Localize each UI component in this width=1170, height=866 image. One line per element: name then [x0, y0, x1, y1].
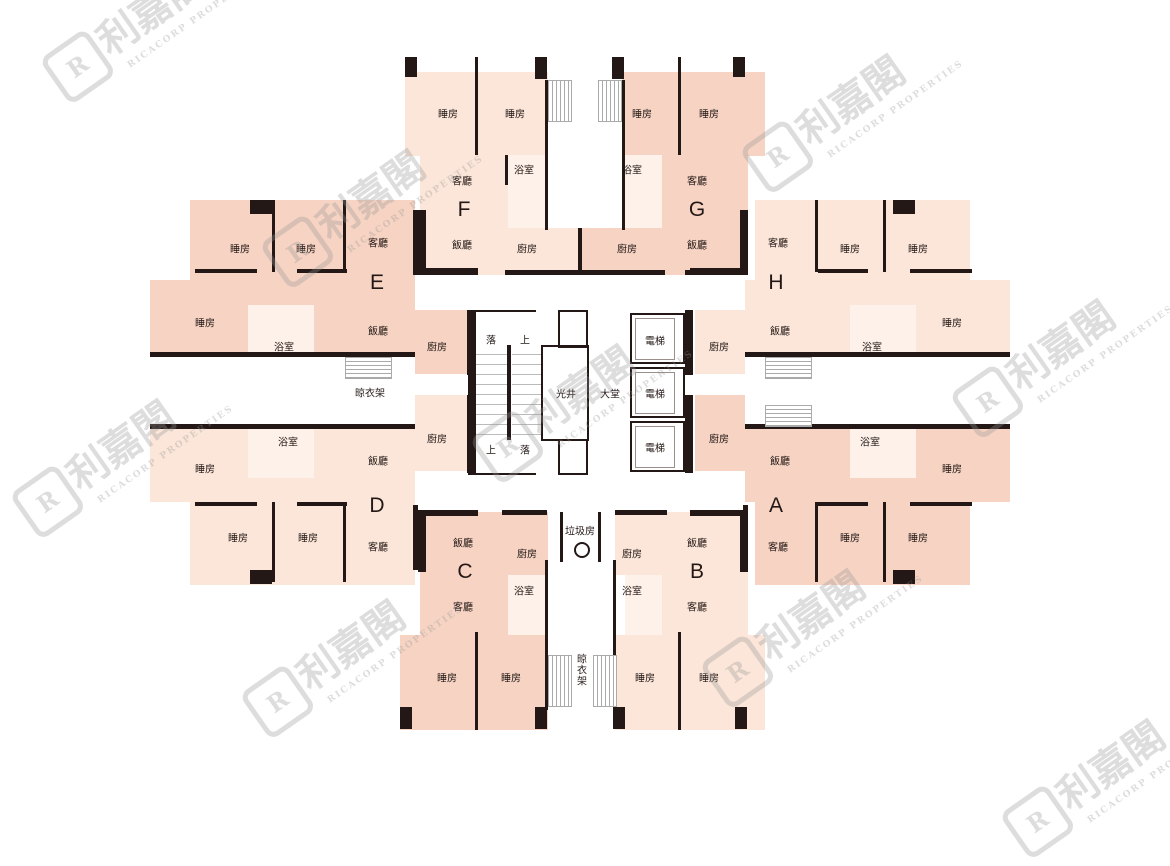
- room-label: 飯廳: [687, 240, 707, 252]
- room-label: 飯廳: [368, 456, 388, 468]
- unit-letter: A: [768, 494, 784, 517]
- drying-rack: [548, 80, 572, 122]
- room-label: 浴室: [622, 165, 642, 177]
- room-label: 廚房: [709, 342, 729, 354]
- room-label: 廚房: [427, 342, 447, 354]
- room-label: 睡房: [840, 533, 860, 545]
- stair-label: 上: [520, 335, 530, 347]
- stair-label: 上: [486, 445, 496, 457]
- unit-letter: C: [457, 560, 473, 583]
- room-label: 浴室: [862, 342, 882, 354]
- refuse-chute-icon: [574, 542, 590, 558]
- room-label: 睡房: [632, 109, 652, 121]
- stair-label: 落: [486, 335, 496, 347]
- lift-label: 電梯: [645, 336, 665, 348]
- light-well-label: 光井: [556, 389, 576, 401]
- drying-rack: [548, 655, 572, 707]
- room-label: 睡房: [908, 244, 928, 256]
- unit-letter: B: [689, 560, 705, 583]
- lift: [630, 313, 685, 364]
- lift-label: 電梯: [645, 443, 665, 455]
- room-label: 睡房: [230, 244, 250, 256]
- staircase: [476, 345, 509, 440]
- room-label: 睡房: [635, 673, 655, 685]
- room-label: 睡房: [501, 673, 521, 685]
- room-label: 睡房: [699, 109, 719, 121]
- room-label: 睡房: [840, 244, 860, 256]
- room-label: 客廳: [687, 602, 707, 614]
- room-label: 飯廳: [687, 538, 707, 550]
- room-label: 睡房: [437, 673, 457, 685]
- unit-letter: F: [457, 198, 471, 221]
- drying-rack: [345, 357, 392, 379]
- room-label: 浴室: [860, 437, 880, 449]
- room-label: 浴室: [622, 586, 642, 598]
- room-label: 飯廳: [453, 538, 473, 550]
- room-label: 廚房: [427, 434, 447, 446]
- room-label: 浴室: [278, 437, 298, 449]
- unit-letter: H: [768, 271, 784, 294]
- room-label: 飯廳: [770, 326, 790, 338]
- room-label: 廚房: [517, 549, 537, 561]
- room-label: 飯廳: [452, 240, 472, 252]
- unit-letter: D: [369, 494, 385, 517]
- room-label: 客廳: [768, 542, 788, 554]
- room-label: 廚房: [617, 244, 637, 256]
- room-label: 廚房: [622, 549, 642, 561]
- room-label: 睡房: [942, 318, 962, 330]
- drying-rack-label: 晾衣架: [355, 388, 385, 400]
- room-label: 睡房: [298, 533, 318, 545]
- room-label: 客廳: [687, 176, 707, 188]
- room-label: 浴室: [514, 586, 534, 598]
- room-label: 睡房: [195, 464, 215, 476]
- room-label: 睡房: [699, 673, 719, 685]
- room-label: 客廳: [768, 238, 788, 250]
- room-label: 飯廳: [770, 456, 790, 468]
- unit-letter: G: [688, 198, 706, 221]
- room-label: 客廳: [368, 542, 388, 554]
- lift: [630, 421, 685, 472]
- lobby-label: 大堂: [600, 389, 620, 401]
- refuse-room-label: 垃圾房: [565, 526, 595, 538]
- room-label: 浴室: [274, 342, 294, 354]
- room-label: 睡房: [942, 464, 962, 476]
- drying-rack: [598, 80, 622, 122]
- drying-rack: [765, 357, 812, 379]
- room-label: 客廳: [452, 176, 472, 188]
- room-label: 睡房: [228, 533, 248, 545]
- stair-label: 落: [520, 445, 530, 457]
- room-label: 飯廳: [368, 326, 388, 338]
- room-label: 客廳: [368, 238, 388, 250]
- room-label: 睡房: [296, 244, 316, 256]
- lift: [630, 367, 685, 418]
- lift-label: 電梯: [645, 389, 665, 401]
- drying-rack: [765, 405, 812, 427]
- unit-letter: E: [369, 271, 385, 294]
- room-label: 浴室: [514, 165, 534, 177]
- room-label: 睡房: [908, 533, 928, 545]
- room-label: 睡房: [438, 109, 458, 121]
- drying-rack-label: 晾衣架: [574, 653, 586, 687]
- room-label: 廚房: [517, 244, 537, 256]
- room-label: 客廳: [453, 602, 473, 614]
- room-label: 睡房: [195, 318, 215, 330]
- drying-rack: [593, 655, 617, 707]
- staircase: [512, 345, 542, 440]
- room-label: 廚房: [709, 434, 729, 446]
- room-label: 睡房: [505, 109, 525, 121]
